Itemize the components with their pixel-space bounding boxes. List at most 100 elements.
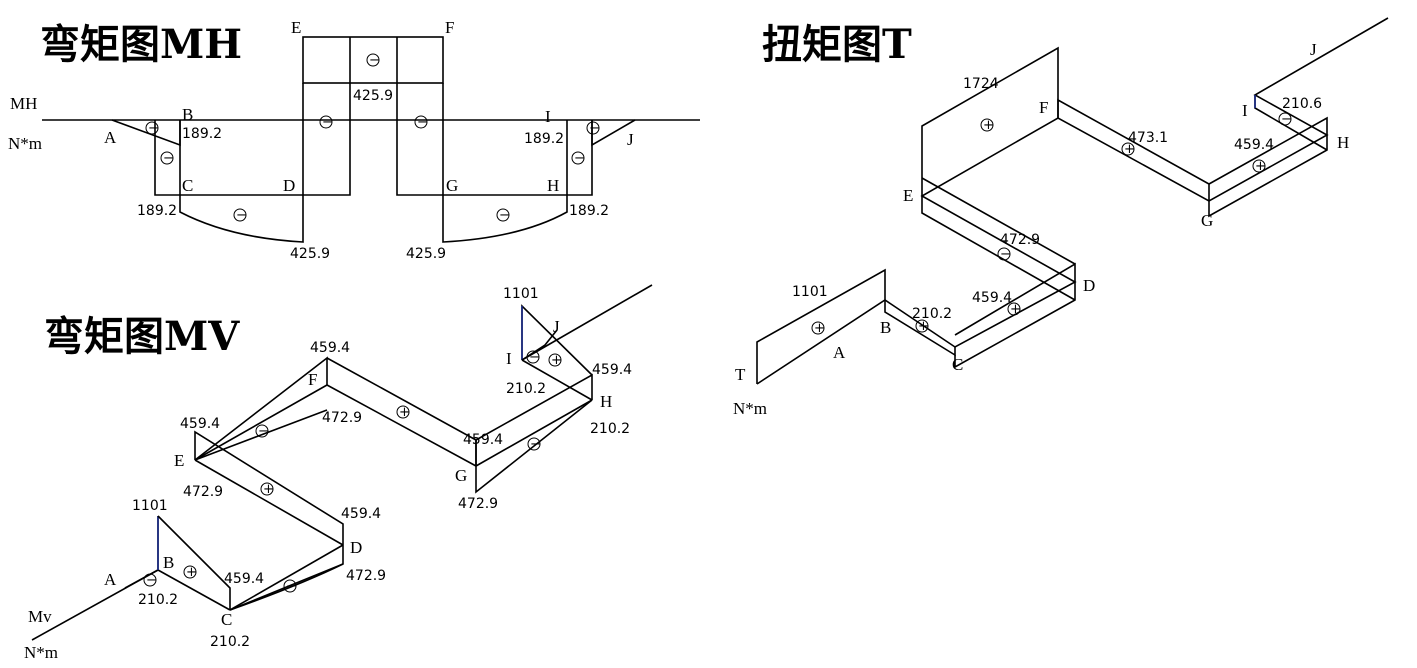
svg-text:−: −: [146, 573, 157, 588]
t-band-de: [921, 196, 1076, 301]
mv-value-c: 210.2: [210, 634, 250, 650]
mv-value-a-low: 210.2: [138, 592, 178, 608]
t-band-de-top: [921, 177, 1076, 265]
mh-segment-bc: [154, 120, 181, 196]
mv-value-i-low: 210.2: [506, 381, 546, 397]
svg-text:−: −: [574, 151, 585, 166]
mv-value-g-top: 459.4: [463, 432, 503, 448]
mv-point-j: J: [553, 317, 560, 336]
t-title: 扭矩图T: [762, 21, 912, 68]
mh-point-d: D: [283, 176, 295, 195]
mv-point-b: B: [163, 553, 174, 572]
svg-text:−: −: [148, 121, 159, 136]
mh-value-i: 189.2: [524, 131, 564, 147]
mh-segment-gh: [442, 194, 568, 243]
mv-segment-bc: [157, 515, 231, 610]
t-band-fg: [1057, 98, 1210, 201]
mv-point-d: D: [350, 538, 362, 557]
mv-title: 弯矩图MV: [44, 313, 240, 360]
t-unit: N*m: [733, 399, 767, 418]
mv-symbol: Mv: [28, 607, 52, 626]
t-band-gh: [1208, 116, 1328, 218]
svg-text:−: −: [1000, 247, 1011, 262]
svg-text:+: +: [918, 319, 929, 334]
t-point-b: B: [880, 318, 891, 337]
svg-text:−: −: [499, 208, 510, 223]
mv-value-b-top: 1101: [132, 498, 168, 514]
mv-segment-de: [194, 430, 344, 545]
svg-text:−: −: [258, 424, 269, 439]
t-point-c: C: [952, 355, 963, 374]
mh-point-f: F: [445, 18, 454, 37]
mh-segment-cd: [179, 194, 304, 243]
mh-value-h: 189.2: [569, 203, 609, 219]
t-value-b: 210.2: [912, 306, 952, 322]
mh-diagram: 弯矩图MH MH N*m A B C D E F G H I J 189.2 1…: [8, 18, 700, 262]
t-value-de: 472.9: [1000, 232, 1040, 248]
mv-axis: [521, 284, 653, 361]
mv-axis: [194, 384, 328, 461]
t-point-g: G: [1201, 211, 1213, 230]
svg-text:−: −: [369, 53, 380, 68]
t-value-gh: 459.4: [1234, 137, 1274, 153]
t-value-fg: 473.1: [1128, 130, 1168, 146]
mv-segment-ef-low: [194, 409, 328, 461]
mh-value-c: 189.2: [137, 203, 177, 219]
t-value-cd: 459.4: [972, 290, 1012, 306]
svg-text:−: −: [286, 579, 297, 594]
mh-segment-fg: [396, 83, 444, 196]
svg-text:+: +: [1124, 142, 1135, 157]
mv-axis: [229, 544, 344, 611]
mv-diagram: 弯矩图MV Mv N*m A B C D E F G H: [24, 284, 653, 662]
mh-segment-hi: [566, 120, 593, 196]
mv-point-g: G: [455, 466, 467, 485]
svg-text:−: −: [236, 208, 247, 223]
mh-value-b: 189.2: [182, 126, 222, 142]
mv-value-g-low: 472.9: [458, 496, 498, 512]
t-value-i: 210.6: [1282, 96, 1322, 112]
t-point-d: D: [1083, 276, 1095, 295]
mh-point-j: J: [627, 130, 634, 149]
svg-text:−: −: [322, 115, 333, 130]
mv-curve-cd: [229, 563, 344, 611]
mv-value-f-low: 472.9: [322, 410, 362, 426]
mv-value-i-top: 1101: [503, 286, 539, 302]
mh-point-e: E: [291, 18, 301, 37]
mv-value-d-top: 459.4: [341, 506, 381, 522]
mh-sign-markers: − − − − − − − − −: [145, 53, 600, 223]
t-band-bc: [884, 300, 956, 357]
svg-text:−: −: [530, 437, 541, 452]
svg-text:−: −: [417, 115, 428, 130]
svg-text:−: −: [529, 350, 540, 365]
svg-text:+: +: [1255, 159, 1266, 174]
mh-symbol: MH: [10, 94, 37, 113]
mh-value-d: 425.9: [290, 246, 330, 262]
mv-point-h: H: [600, 392, 612, 411]
mh-point-i: I: [545, 107, 551, 126]
t-axis: [756, 17, 1389, 385]
t-point-f: F: [1039, 98, 1048, 117]
mv-point-a: A: [104, 570, 117, 589]
mh-segment-de: [302, 83, 351, 196]
svg-text:+: +: [263, 482, 274, 497]
mv-value-e-low: 472.9: [183, 484, 223, 500]
mv-point-i: I: [506, 349, 512, 368]
t-point-i: I: [1242, 101, 1248, 120]
mv-unit: N*m: [24, 643, 58, 662]
svg-text:+: +: [1010, 302, 1021, 317]
mh-segment-ij: [591, 119, 636, 147]
mv-value-d-low: 472.9: [346, 568, 386, 584]
mv-value-j-low: 459.4: [592, 362, 632, 378]
mv-point-e: E: [174, 451, 184, 470]
mv-axis: [326, 384, 477, 467]
mh-point-h: H: [547, 176, 559, 195]
svg-text:+: +: [983, 118, 994, 133]
mv-value-e-top: 459.4: [180, 416, 220, 432]
t-value-e: 1724: [963, 76, 999, 92]
mv-segment-ij: [521, 329, 558, 361]
mv-sign-markers: − + − + − + − − +: [143, 350, 562, 594]
mv-point-f: F: [308, 370, 317, 389]
mv-value-c-top: 459.4: [224, 571, 264, 587]
svg-text:+: +: [551, 353, 562, 368]
